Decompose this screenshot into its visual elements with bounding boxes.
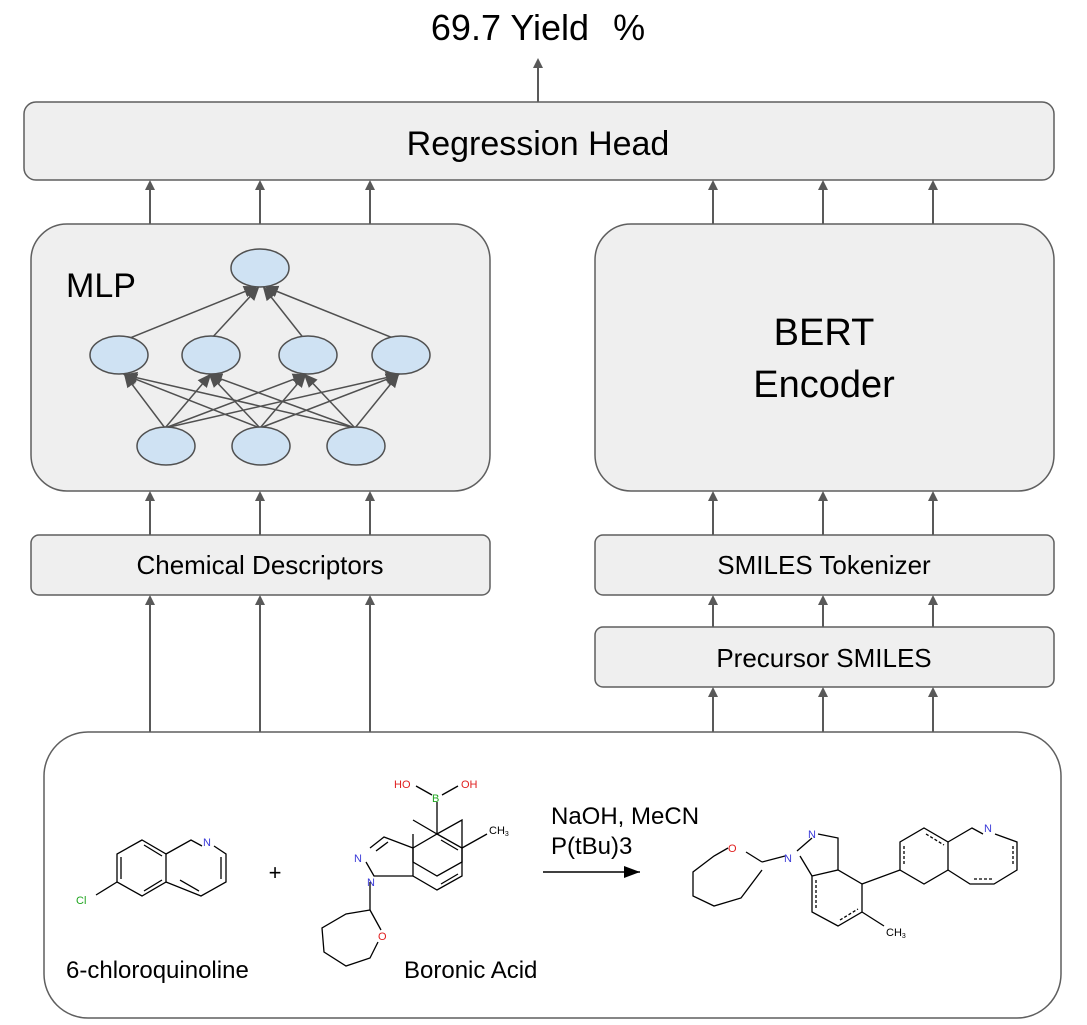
chemical-descriptors-box: Chemical Descriptors [30, 534, 491, 596]
atom-n: N [984, 823, 992, 835]
mlp-network [89, 248, 431, 466]
output-neuron [230, 248, 290, 288]
smiles-tokenizer-box: SMILES Tokenizer [594, 534, 1055, 596]
reaction-to-precursor-arrows [708, 687, 938, 732]
hidden-output-edges [124, 285, 399, 341]
tokenizer-to-bert-arrows [708, 491, 938, 535]
bert-to-head-arrows [708, 180, 938, 224]
atom-o: O [378, 931, 387, 943]
hidden-neuron [278, 335, 338, 375]
bert-encoder-box: BERT Encoder [594, 223, 1055, 492]
reaction-to-descriptors-arrows [145, 595, 375, 732]
precursor-to-tokenizer-arrows [708, 595, 938, 627]
atom-n: N [367, 877, 375, 889]
boronic-acid-structure: N N B HO OH O CH3 [321, 779, 509, 967]
atom-n: N [784, 853, 792, 865]
hidden-neuron [181, 335, 241, 375]
descriptors-to-mlp-arrows [145, 491, 375, 535]
mlp-to-head-arrows [145, 180, 375, 224]
atom-o: O [728, 843, 737, 855]
atom-cl: Cl [76, 895, 86, 907]
atom-b: B [432, 793, 439, 805]
regression-head-label: Regression Head [407, 125, 670, 163]
input-hidden-edges [123, 371, 400, 429]
input-neuron [326, 426, 386, 466]
product-structure: O N N N CH3 [692, 823, 1018, 940]
atom-ch3: CH3 [489, 825, 509, 838]
mlp-label: MLP [66, 267, 136, 305]
atom-n: N [354, 853, 362, 865]
hidden-neuron [371, 335, 431, 375]
bert-label-line2: Encoder [753, 364, 895, 406]
input-neuron [231, 426, 291, 466]
reactant2-label: Boronic Acid [404, 957, 537, 984]
precursor-smiles-box: Precursor SMILES [594, 626, 1055, 688]
conditions-line1: NaOH, MeCN [551, 803, 699, 830]
smiles-tokenizer-label: SMILES Tokenizer [717, 550, 931, 580]
chemical-descriptors-label: Chemical Descriptors [136, 550, 383, 580]
reactant1-label: 6-chloroquinoline [66, 957, 249, 984]
conditions-line2: P(tBu)3 [551, 833, 632, 860]
precursor-smiles-label: Precursor SMILES [716, 643, 931, 673]
reaction-box [43, 731, 1062, 1019]
output-yield: 69.7 Yield % [431, 7, 645, 48]
atom-ho: HO [394, 779, 411, 791]
bert-label-line1: BERT [774, 312, 875, 354]
reaction-arrowhead [624, 866, 640, 878]
atom-oh: OH [461, 779, 478, 791]
atom-n: N [808, 829, 816, 841]
hidden-neuron [89, 335, 149, 375]
atom-n: N [203, 837, 211, 849]
chloroquinoline-structure: N Cl [76, 837, 227, 907]
plus-sign: + [269, 860, 282, 885]
input-neuron [136, 426, 196, 466]
atom-ch3: CH3 [886, 927, 906, 940]
regression-head-box: Regression Head [23, 101, 1055, 181]
